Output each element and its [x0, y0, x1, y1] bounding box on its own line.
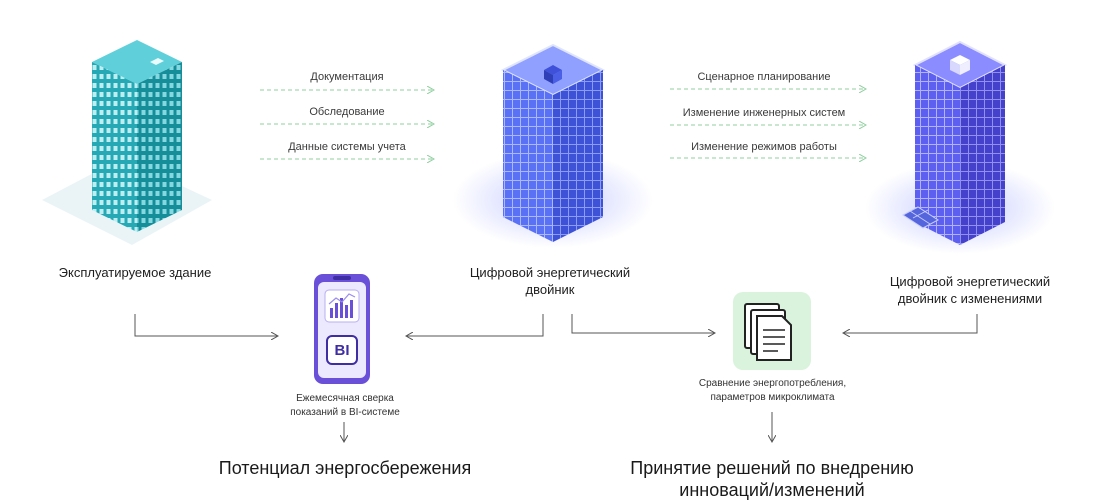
outcome-energy-saving: Потенциал энергосбережения [218, 458, 472, 478]
phone-bi-icon [314, 274, 370, 384]
flow-label-survey: Обследование [309, 106, 385, 118]
digital-twin-changed-building-icon [865, 40, 1055, 254]
digital-twin-building-icon [453, 43, 653, 248]
flow-label-scenario-planning: Сценарное планирование [697, 71, 831, 83]
flow-label-metering-data: Данные системы учета [288, 141, 406, 153]
bi-caption-line1: Ежемесячная сверка [296, 393, 394, 404]
outcome-decisions-line2: инноваций/изменений [679, 480, 865, 500]
flow-label-engineering-systems: Изменение инженерных систем [682, 107, 846, 119]
connector-arrows [134, 314, 978, 442]
outcome-decisions-line1: Принятие решений по внедрению [630, 458, 914, 478]
compare-caption-line2: параметров микроклимата [710, 392, 835, 403]
digital-twin-changed-label-line2: двойник с изменениями [897, 291, 1043, 306]
digital-twin-label-line2: двойник [525, 282, 575, 297]
digital-twin-label-line1: Цифровой энергетический [469, 265, 631, 280]
teal-building-icon [42, 40, 212, 245]
bi-badge: BI [334, 342, 350, 359]
documents-icon [733, 292, 811, 370]
scenario-flow-arrows [670, 89, 866, 158]
existing-building-label: Эксплуатируемое здание [58, 265, 212, 280]
flow-label-documentation: Документация [310, 71, 384, 83]
compare-caption-line1: Сравнение энергопотребления, [698, 378, 847, 389]
flow-label-operation-modes: Изменение режимов работы [691, 141, 837, 153]
input-flow-arrows [260, 90, 434, 159]
solar-panel-icon [902, 206, 939, 229]
digital-twin-changed-label-line1: Цифровой энергетический [889, 274, 1051, 289]
bi-caption-line2: показаний в BI-системе [290, 407, 400, 418]
